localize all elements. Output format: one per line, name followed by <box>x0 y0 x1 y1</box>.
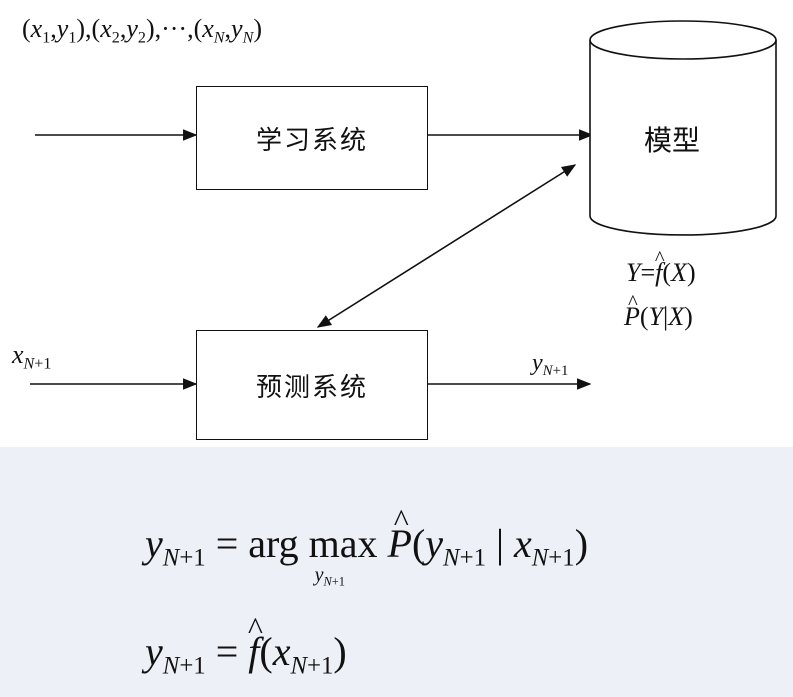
model-prediction-arrow <box>316 164 577 328</box>
samples-label: (x1,y1),(x2,y2),···,(xN,yN) <box>22 14 262 47</box>
prediction-system-label: 预测系统 <box>255 372 368 403</box>
learning-system-box: 学习系统 <box>196 86 428 190</box>
prediction-system-box: 预测系统 <box>196 330 428 440</box>
model-cylinder <box>589 20 777 236</box>
input-label: xN+1 <box>12 340 52 373</box>
output-label: yN+1 <box>532 350 569 380</box>
model-label: 模型 <box>644 124 701 157</box>
formula-background <box>0 447 793 697</box>
equation-2: yN+1 = f(xN+1) <box>145 628 347 681</box>
model-formula-2: P(Y|X) <box>624 302 693 332</box>
model-formula-1: Y=f(X) <box>626 258 696 288</box>
learning-system-label: 学习系统 <box>255 125 368 156</box>
